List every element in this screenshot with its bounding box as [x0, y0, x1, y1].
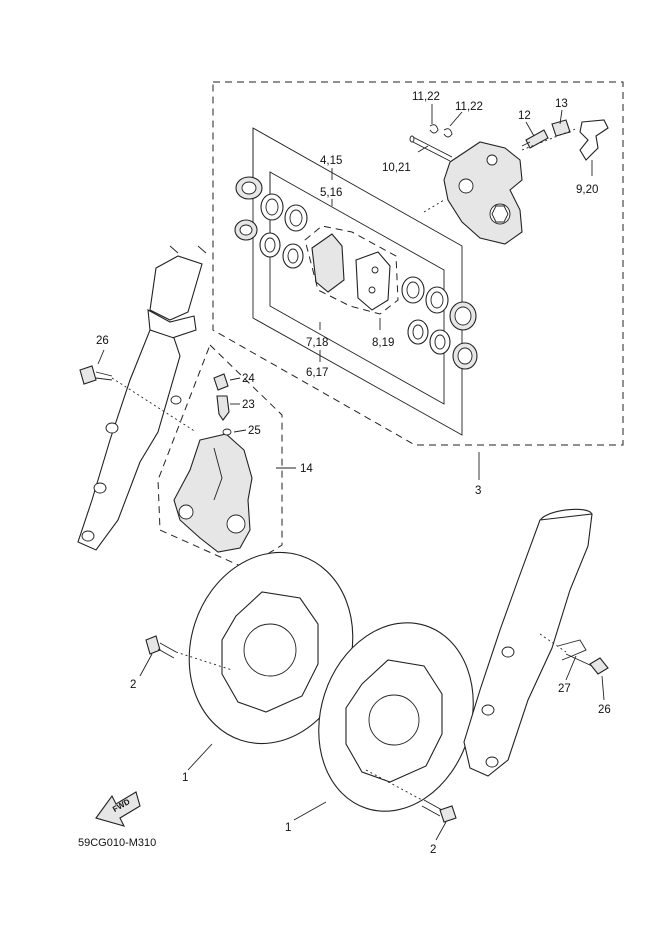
- bleed-parts-lower: [213, 373, 232, 436]
- hose-clamp-27: [557, 639, 587, 661]
- seal-set-right: [401, 276, 451, 355]
- label-25: 25: [248, 425, 261, 437]
- label-24: 24: [242, 373, 255, 385]
- brake-disc-upper: [188, 551, 354, 745]
- label-23: 23: [242, 399, 255, 411]
- label-2-lower: 2: [430, 844, 436, 856]
- caliper-lower: [173, 433, 253, 553]
- label-4-15: 4,15: [320, 155, 342, 167]
- bolt-26-right: [565, 653, 609, 675]
- caliper-assembly-boundary: [212, 81, 624, 446]
- bleed-screw: [521, 119, 571, 149]
- seal-kit-frames: [252, 127, 463, 436]
- label-7-18: 7,18: [306, 337, 328, 349]
- label-11-22-a: 11,22: [412, 91, 440, 103]
- label-14: 14: [300, 463, 313, 475]
- caliper-14-boundary: [157, 344, 283, 569]
- label-27: 27: [558, 683, 571, 695]
- alignment-lines: [111, 127, 579, 801]
- brake-disc-lower: [318, 622, 474, 812]
- label-6-17: 6,17: [306, 367, 328, 379]
- caliper-body: [443, 141, 523, 245]
- diagram-code: 59CG010-M310: [78, 837, 156, 849]
- label-3: 3: [475, 485, 481, 497]
- piston-set-left: [234, 176, 263, 241]
- fork-left: [77, 245, 207, 551]
- label-26-left: 26: [96, 335, 109, 347]
- label-10-21: 10,21: [382, 162, 411, 174]
- label-26-right: 26: [598, 704, 611, 716]
- leader-lines: [97, 104, 605, 841]
- bolt-26-left: [79, 365, 113, 385]
- fork-right: [463, 508, 593, 777]
- label-11-22-b: 11,22: [455, 101, 483, 113]
- label-1-lower: 1: [285, 822, 291, 834]
- seal-set-left: [259, 193, 308, 269]
- label-1-upper: 1: [182, 772, 188, 784]
- label-5-16: 5,16: [320, 187, 342, 199]
- label-13: 13: [555, 98, 568, 110]
- brake-pads: [304, 225, 399, 315]
- pad-pin: [409, 124, 453, 162]
- disc-bolt-upper: [145, 635, 177, 659]
- disc-bolt-lower: [421, 799, 457, 823]
- label-8-19: 8,19: [372, 337, 394, 349]
- label-2-upper: 2: [130, 679, 136, 691]
- piston-set-right: [449, 301, 478, 370]
- label-9-20: 9,20: [576, 184, 598, 196]
- pad-spring: [579, 119, 609, 161]
- fwd-arrow-icon: FWD: [95, 791, 141, 827]
- label-12: 12: [518, 110, 531, 122]
